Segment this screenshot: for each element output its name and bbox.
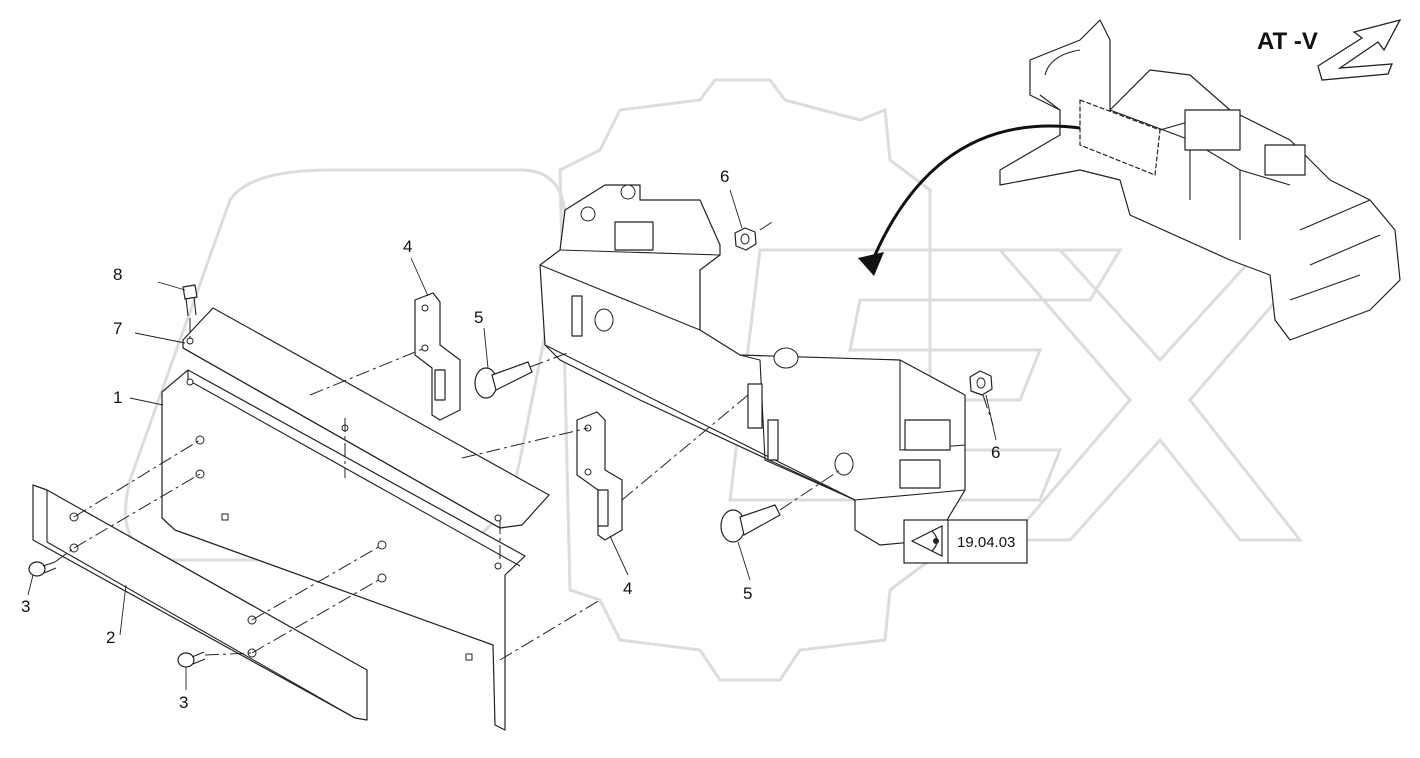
view-title: AT -V — [1257, 28, 1318, 55]
eye-view-icon — [910, 525, 943, 557]
callout-3-right[interactable]: 3 — [179, 693, 188, 712]
callout-8[interactable]: 8 — [113, 265, 122, 284]
shoulder-bolt-part-5-lower — [720, 504, 781, 543]
nut-part-6-lower — [969, 370, 993, 396]
callout-3-left[interactable]: 3 — [21, 597, 30, 616]
leader-lines — [27, 189, 997, 690]
callout-5-lower[interactable]: 5 — [743, 584, 752, 603]
screw-part-3-left — [28, 561, 57, 577]
callout-5-upper[interactable]: 5 — [474, 308, 483, 327]
angle-strip-part-7 — [182, 307, 550, 529]
bracket-part-4-upper — [414, 292, 461, 421]
screw-part-8 — [182, 284, 198, 317]
callout-labels: 8 7 1 3 2 3 4 5 6 4 5 6 — [21, 167, 1000, 712]
shoulder-bolt-part-5-upper — [474, 361, 533, 399]
reference-label: 19.04.03 — [957, 534, 1015, 551]
callout-1[interactable]: 1 — [113, 388, 122, 407]
callout-6-upper[interactable]: 6 — [720, 167, 729, 186]
bracket-part-4-lower — [576, 411, 623, 541]
reference-box[interactable]: 19.04.03 — [903, 519, 1028, 564]
screw-part-3-right — [177, 651, 206, 668]
callout-4-lower[interactable]: 4 — [623, 579, 632, 598]
callout-6-lower[interactable]: 6 — [991, 443, 1000, 462]
nut-part-6-upper — [734, 227, 757, 251]
frame-assembly — [539, 184, 966, 546]
callout-2[interactable]: 2 — [106, 628, 115, 647]
callout-7[interactable]: 7 — [113, 319, 122, 338]
cover-plate-part-1 — [161, 369, 526, 731]
curved-direction-arrow — [858, 124, 1081, 276]
callout-4-upper[interactable]: 4 — [403, 237, 412, 256]
machine-overview — [999, 19, 1401, 341]
assembly-centre-lines — [54, 221, 994, 661]
view-direction-arrow-icon — [1317, 18, 1402, 81]
